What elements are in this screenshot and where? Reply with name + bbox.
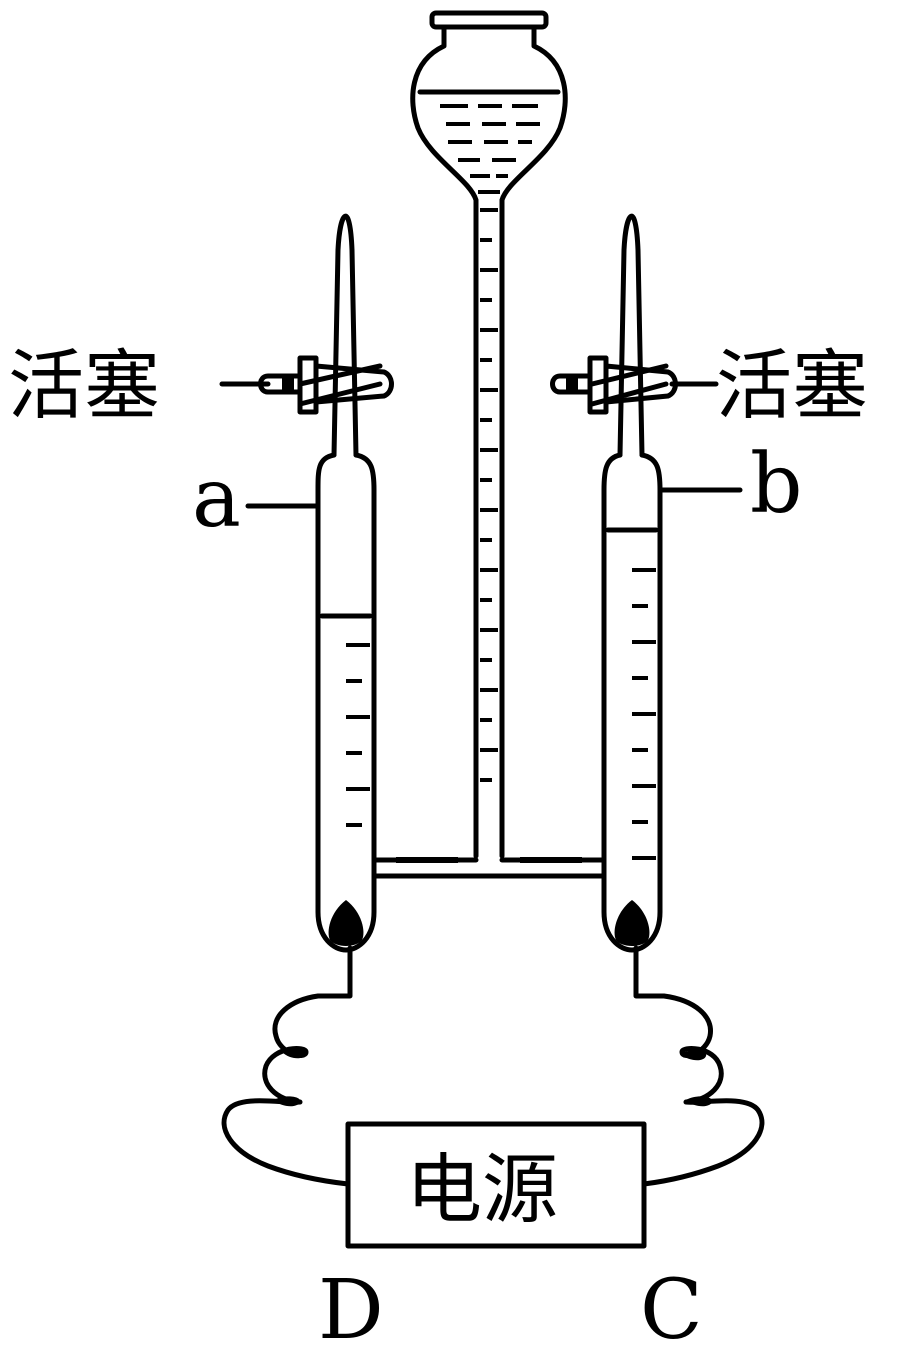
- tube-b: [601, 213, 663, 953]
- wire-right: [633, 945, 765, 1187]
- wire-left: [221, 945, 353, 1187]
- stopcock-left-label: 活塞: [8, 341, 160, 430]
- stopcock-left: [258, 355, 394, 415]
- tube-a-label: a: [192, 451, 241, 546]
- terminal-d-label: D: [318, 1263, 384, 1351]
- power-supply-label: 电源: [406, 1145, 558, 1234]
- stopcock-right-label: 活塞: [716, 341, 868, 430]
- leveling-funnel: [410, 10, 568, 859]
- tube-b-label: b: [750, 437, 803, 532]
- tube-a: [315, 213, 377, 953]
- terminal-c-label: C: [640, 1263, 703, 1351]
- stopcock-right: [550, 355, 678, 415]
- connecting-channel: [371, 857, 607, 879]
- power-supply-box: [345, 1121, 647, 1249]
